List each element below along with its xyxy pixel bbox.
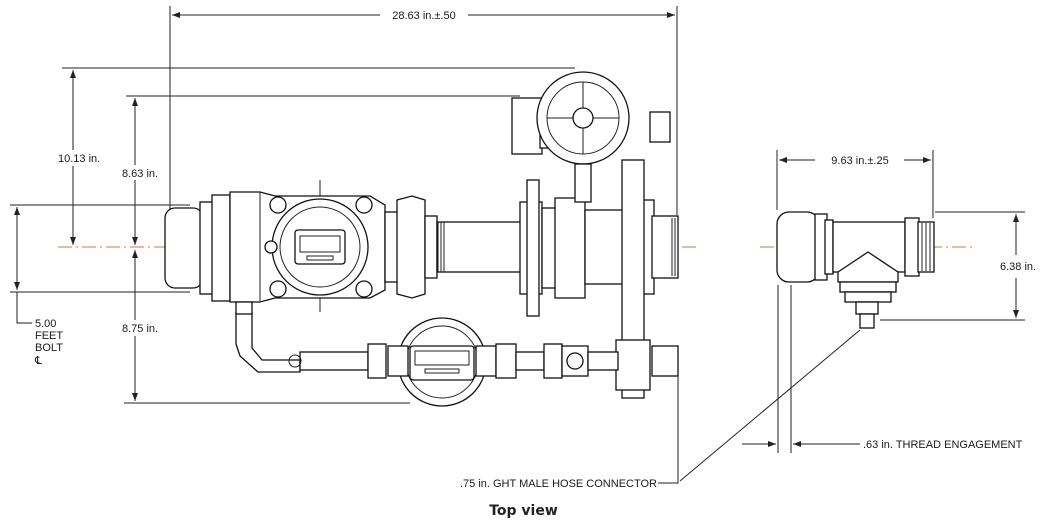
dim-tee-height: 6.38 in.: [880, 211, 1036, 321]
dim-height-lower: 8.75 in.: [122, 250, 410, 404]
callout-hose-connector: .75 in. GHT MALE HOSE CONNECTOR: [460, 329, 861, 490]
dim-thread-engagement: .63 in. THREAD ENGAGEMENT: [742, 285, 1023, 453]
bolt-line3: BOLT: [35, 342, 63, 354]
dim-bolt-offset: 5.00 FEET BOLT ℄: [10, 204, 190, 367]
main-assembly: [164, 71, 679, 407]
dim-height-upper-label: 10.13 in.: [58, 153, 100, 165]
bolt-line2: FEET: [35, 330, 63, 342]
dim-height-mid: 8.63 in.: [122, 95, 520, 245]
thread-marks-left: [437, 222, 445, 272]
dim-overall-length-label: 28.63 in.±.50: [392, 10, 456, 22]
dim-height-lower-label: 8.75 in.: [122, 323, 158, 335]
dim-tee-length: 9.63 in.±.25: [776, 150, 934, 218]
callout-hose-connector-label: .75 in. GHT MALE HOSE CONNECTOR: [460, 478, 657, 490]
tee-thread-marks: [921, 223, 931, 271]
bolt-line1: 5.00: [35, 318, 56, 330]
bolt-line4: ℄: [34, 355, 42, 367]
dim-thread-engagement-label: .63 in. THREAD ENGAGEMENT: [863, 439, 1023, 451]
thread-marks-right: [671, 218, 676, 276]
dim-tee-height-label: 6.38 in.: [1000, 261, 1036, 273]
figure-caption: Top view: [489, 503, 558, 519]
tee-assembly: [776, 211, 935, 329]
dim-height-mid-label: 8.63 in.: [122, 168, 158, 180]
dim-overall-length: 28.63 in.±.50: [169, 6, 678, 215]
dim-tee-length-label: 9.63 in.±.25: [831, 155, 888, 167]
